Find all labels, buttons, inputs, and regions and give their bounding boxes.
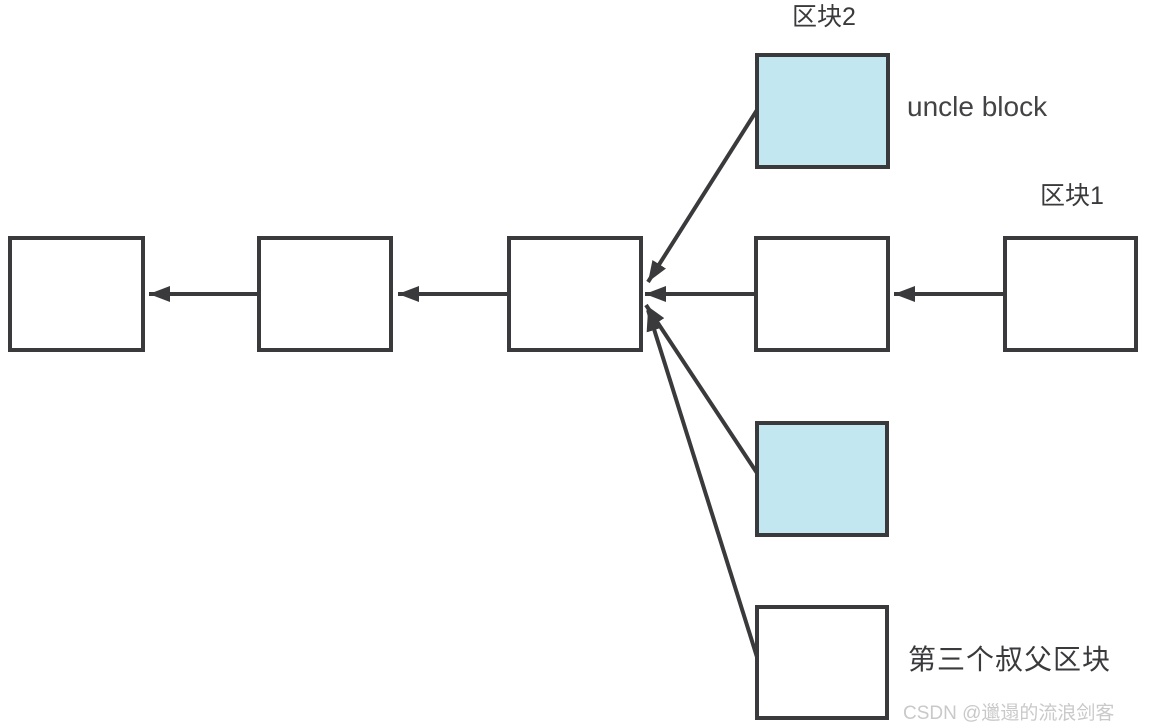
- uncle-block-bottom-third: [755, 605, 889, 720]
- main-block-5-block1: [1003, 236, 1138, 352]
- uncle-block-top-block2: [755, 53, 890, 169]
- uncle-block-label: uncle block: [907, 91, 1048, 122]
- edge-uncle-top-to-main3: [646, 108, 759, 284]
- main-block-3: [507, 236, 643, 352]
- edge-uncle-middle-to-main3: [644, 303, 759, 475]
- block2-label: 区块2: [792, 3, 856, 31]
- main-block-1: [8, 236, 145, 352]
- uncle-block-middle: [755, 421, 889, 537]
- main-block-4: [754, 236, 890, 352]
- main-block-2: [257, 236, 393, 352]
- block1-label: 区块1: [1040, 182, 1104, 210]
- csdn-watermark: CSDN @邋遢的流浪剑客: [903, 703, 1115, 724]
- third-uncle-block-label: 第三个叔父区块: [908, 644, 1112, 675]
- edge-uncle-bottom-to-main3: [646, 309, 759, 658]
